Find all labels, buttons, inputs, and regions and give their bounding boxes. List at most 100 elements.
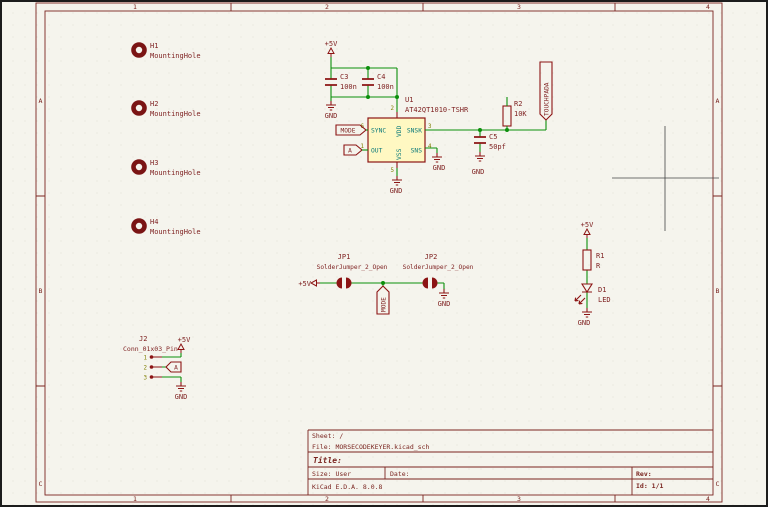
led-emission-arrows [574,294,586,305]
value-label[interactable]: 100n [377,83,394,91]
gnd-label[interactable]: GND [390,187,403,195]
pin-name-out: OUT [371,148,383,155]
reference-label[interactable]: JP1 [338,253,351,261]
reference-label[interactable]: J2 [139,335,147,343]
reference-label[interactable]: R1 [596,252,604,260]
value-label[interactable]: LED [598,296,611,304]
value-label[interactable]: 100n [340,83,357,91]
jumper-jp2-pad[interactable] [432,277,438,289]
crosshair-cursor [612,126,719,231]
wire[interactable] [330,57,398,112]
reference-label[interactable]: H2 [150,100,158,108]
gnd-label[interactable]: GND [438,300,451,308]
reference-label[interactable]: C3 [340,73,348,81]
jumper-jp1-pad[interactable] [336,277,343,289]
value-label[interactable]: SolderJumper_2_Open [317,264,388,271]
gnd-label[interactable]: GND [175,393,188,401]
global-label-a-shape[interactable] [165,361,182,373]
value-label[interactable]: SolderJumper_2_Open [403,264,474,271]
frame-col-label: 4 [706,495,710,503]
touchpad-net[interactable]: TOUCHPADA R2 10K C5 50pf GND GND [425,61,553,176]
frame-col-label: 2 [325,3,329,11]
value-label[interactable]: Conn_01x03_Pin [123,345,178,353]
connector-pin-pad [149,355,154,359]
frame-col-label: 1 [133,495,137,503]
gnd-label[interactable]: GND [325,112,338,120]
mounting-hole-h2[interactable]: H2 MountingHole [131,100,201,118]
mounting-hole-symbol[interactable] [131,100,147,116]
pin-number: 1 [361,144,365,150]
net-label-mode[interactable]: MODE [341,128,356,135]
junction-dot [366,95,370,99]
ic-body[interactable] [367,117,426,163]
gnd-label[interactable]: GND [433,164,446,172]
pin-number: 1 [144,356,148,362]
mounting-hole-h4[interactable]: H4 MountingHole [131,218,201,236]
frame-col-label: 4 [706,3,710,11]
plus5v-label[interactable]: +5V [581,221,594,229]
mounting-hole-symbol[interactable] [131,42,147,58]
value-label[interactable]: AT42QT1010-TSHR [405,106,469,114]
plus5v-label[interactable]: +5V [298,280,311,288]
value-label[interactable]: 10K [514,110,527,118]
reference-label[interactable]: C5 [489,133,497,141]
reference-label[interactable]: H1 [150,42,158,50]
frame-row-label: C [39,480,43,488]
frame-row-label: A [716,97,720,105]
reference-label[interactable]: JP2 [425,253,438,261]
jumper-jp2-pad[interactable] [422,277,429,289]
mounting-hole-symbol[interactable] [131,218,147,234]
mounting-hole-h1[interactable]: H1 MountingHole [131,42,201,60]
plus5v-label[interactable]: +5V [325,40,338,48]
connector-pin-pad [149,375,154,379]
reference-label[interactable]: H3 [150,159,158,167]
value-label[interactable]: MountingHole [150,110,201,118]
global-label-mode-shape[interactable] [335,124,367,136]
title-block-company: KiCad E.D.A. 8.0.8 [312,483,383,491]
jumper-jp1-pad[interactable] [346,277,352,289]
reference-label[interactable]: C4 [377,73,385,81]
value-label[interactable]: MountingHole [150,228,201,236]
mounting-hole-h3[interactable]: H3 MountingHole [131,159,201,177]
pin-number: 4 [428,144,432,150]
gnd-label[interactable]: GND [578,319,591,327]
title-block-id: Id: 1/1 [636,482,663,490]
reference-label[interactable]: H4 [150,218,158,226]
value-label[interactable]: MountingHole [150,52,201,60]
title-block-date: Date: [390,470,410,478]
u1-touch-sensor[interactable]: U1 AT42QT1010-TSHR SYNC OUT SNSK SNS VDD… [335,96,469,195]
pin-name-vdd: VDD [396,125,403,137]
value-label[interactable]: 50pf [489,143,506,151]
global-label-mode-shape[interactable] [376,285,390,315]
plus5v-label[interactable]: +5V [178,336,191,344]
wire[interactable] [437,282,445,289]
reference-label[interactable]: D1 [598,286,606,294]
reference-label[interactable]: R2 [514,100,522,108]
wire[interactable] [162,353,182,382]
led-d1-symbol[interactable] [581,283,593,294]
led-indicator-section[interactable]: +5V R1 R D1 LED GND [574,221,611,327]
pin-number: 5 [391,168,395,174]
net-label-a[interactable]: A [174,365,178,372]
solder-jumper-section[interactable]: JP1 SolderJumper_2_Open JP2 SolderJumper… [298,253,474,315]
title-block-sheet: Sheet: / [312,432,343,440]
frame-col-label: 2 [325,495,329,503]
frame-col-label: 3 [517,3,521,11]
frame-col-label: 3 [517,495,521,503]
global-label-touchpad-shape[interactable] [539,61,553,121]
net-label-touchpad[interactable]: TOUCHPADA [544,82,551,116]
net-label-a[interactable]: A [348,148,352,155]
wire[interactable] [425,120,547,131]
title-block-size: Size: User [312,470,351,478]
value-label[interactable]: MountingHole [150,169,201,177]
title-block-title: Title: [313,455,342,465]
mounting-hole-symbol[interactable] [131,159,147,175]
net-label-mode[interactable]: MODE [381,297,388,312]
power-decoupling-section[interactable]: +5V C3 100n C4 100n GND [324,40,399,120]
j2-connector-section[interactable]: J2 Conn_01x03_Pin 1 2 3 +5V A GND [123,335,191,401]
value-label[interactable]: R [596,262,601,270]
global-label-a-shape[interactable] [343,144,363,156]
reference-label[interactable]: U1 [405,96,413,104]
gnd-label[interactable]: GND [472,168,485,176]
wire[interactable] [425,147,438,153]
